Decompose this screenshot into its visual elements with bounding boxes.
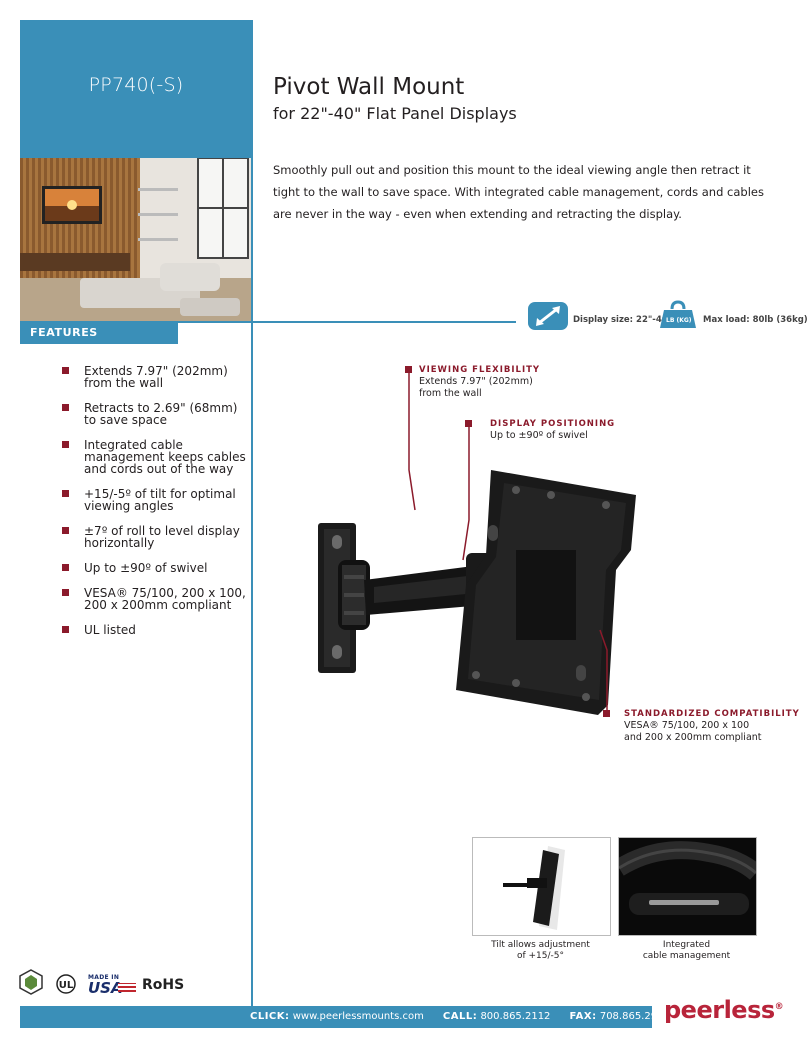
bullet-icon	[62, 589, 69, 596]
feature-item: UL listed	[62, 624, 250, 636]
feature-text: Retracts to 2.69" (68mm) to save space	[84, 401, 238, 427]
tilt-thumbnail	[472, 837, 611, 936]
cable-caption-line2: cable management	[642, 951, 731, 961]
callout-viewing-line2: from the wall	[419, 388, 482, 399]
product-title: Pivot Wall Mount	[273, 74, 465, 100]
bullet-icon	[62, 367, 69, 374]
feature-text: ±7º of roll to level display horizontall…	[84, 524, 240, 550]
sidebar-header	[20, 20, 252, 158]
horizontal-divider	[178, 321, 516, 323]
max-load-text: Max load: 80lb (36kg)	[703, 315, 808, 325]
ul-badge-text: UL	[59, 980, 74, 991]
feature-text: Up to ±90º of swivel	[84, 561, 208, 575]
features-heading: FEATURES	[30, 326, 98, 339]
feature-text: +15/-5º of tilt for optimal viewing angl…	[84, 487, 236, 513]
usa-label: USA	[88, 979, 123, 997]
footer-fax: 708.865.2941	[599, 1011, 670, 1022]
display-size-icon	[528, 302, 568, 330]
footer-call-label: CALL:	[442, 1011, 478, 1022]
bullet-icon	[62, 626, 69, 633]
callout-marker	[405, 366, 412, 373]
bullet-icon	[62, 527, 69, 534]
cable-caption-line1: Integrated	[662, 940, 711, 950]
bullet-icon	[62, 490, 69, 497]
bullet-icon	[62, 564, 69, 571]
bullet-icon	[62, 404, 69, 411]
weight-icon-label: LB (KG)	[666, 317, 692, 324]
callout-lines	[408, 369, 608, 712]
callout-marker	[465, 420, 472, 427]
feature-item: Integrated cable management keeps cables…	[62, 439, 250, 475]
feature-item: Extends 7.97" (202mm) from the wall	[62, 365, 250, 389]
callout-compat-line1: VESA® 75/100, 200 x 100	[624, 720, 750, 731]
wall-mount-image	[316, 465, 641, 720]
tilt-caption-line2: of +15/-5°	[516, 951, 565, 961]
callout-positioning-heading: DISPLAY POSITIONING	[490, 419, 616, 429]
callout-compat-heading: STANDARDIZED COMPATIBILITY	[624, 709, 800, 719]
display-size-text: Display size: 22"-40"	[573, 315, 673, 325]
rohs-badge: RoHS	[142, 977, 185, 993]
vertical-divider	[251, 20, 253, 1010]
feature-item: Retracts to 2.69" (68mm) to save space	[62, 402, 250, 426]
footer-click-label: CLICK:	[250, 1011, 290, 1022]
feature-item: +15/-5º of tilt for optimal viewing angl…	[62, 488, 250, 512]
feature-item: VESA® 75/100, 200 x 100, 200 x 200mm com…	[62, 587, 250, 611]
recycle-badge-icon	[18, 969, 44, 995]
peerless-logo: peerless®	[664, 996, 784, 1024]
tilt-caption-line1: Tilt allows adjustment	[491, 940, 590, 950]
features-list: Extends 7.97" (202mm) from the wall Retr…	[62, 365, 250, 649]
model-number: PP740(-S)	[88, 74, 184, 96]
footer-bar	[20, 1006, 652, 1028]
features-heading-bar	[20, 321, 178, 344]
footer-contact: CLICK: www.peerlessmounts.com CALL: 800.…	[250, 1011, 670, 1022]
callout-viewing-heading: VIEWING FLEXIBILITY	[419, 365, 541, 375]
product-description: Smoothly pull out and position this moun…	[273, 163, 764, 221]
footer-phone: 800.865.2112	[480, 1011, 551, 1022]
made-in-label: MADE IN	[88, 974, 120, 981]
logo-text: peerless	[664, 996, 775, 1024]
flag-stripes-icon	[118, 983, 136, 992]
feature-item: ±7º of roll to level display horizontall…	[62, 525, 250, 549]
callout-compat-line2: and 200 x 200mm compliant	[624, 732, 762, 743]
room-photo	[20, 158, 252, 321]
callout-marker	[603, 710, 610, 717]
feature-text: Integrated cable management keeps cables…	[84, 438, 246, 476]
feature-text: Extends 7.97" (202mm) from the wall	[84, 364, 228, 390]
ul-badge-icon: UL	[52, 973, 78, 995]
weight-icon	[658, 300, 698, 330]
product-subtitle: for 22"-40" Flat Panel Displays	[273, 104, 517, 123]
cable-thumbnail	[618, 837, 757, 936]
made-in-usa-badge: MADE IN USA	[88, 974, 138, 996]
logo-registered-mark: ®	[774, 1002, 784, 1012]
feature-item: Up to ±90º of swivel	[62, 562, 250, 574]
callout-positioning-line1: Up to ±90º of swivel	[490, 430, 588, 441]
callout-viewing-line1: Extends 7.97" (202mm)	[419, 376, 533, 387]
footer-website-link[interactable]: www.peerlessmounts.com	[292, 1011, 424, 1022]
feature-text: UL listed	[84, 623, 136, 637]
bullet-icon	[62, 441, 69, 448]
feature-text: VESA® 75/100, 200 x 100, 200 x 200mm com…	[84, 586, 246, 612]
footer-fax-label: FAX:	[569, 1011, 597, 1022]
